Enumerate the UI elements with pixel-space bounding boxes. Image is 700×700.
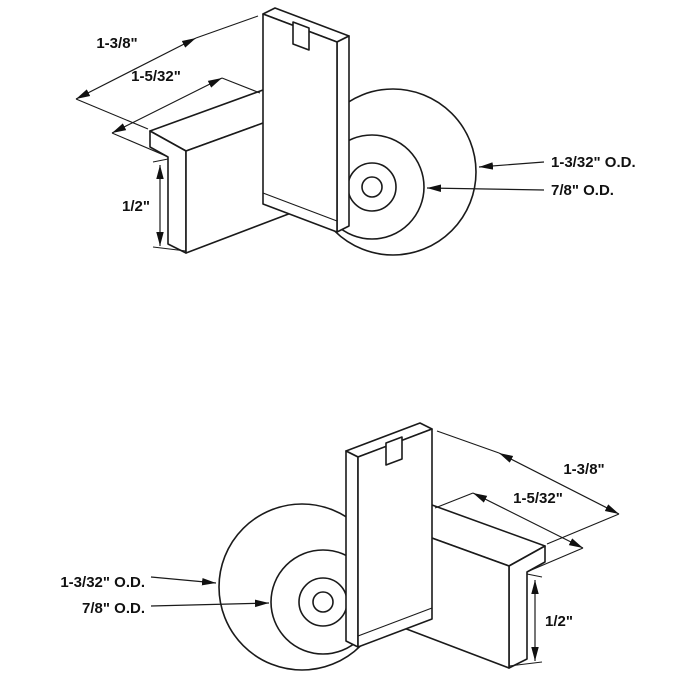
callout-arrow-inner-od bbox=[150, 599, 270, 608]
extension-line bbox=[152, 158, 169, 163]
label-inner-od: 7/8" O.D. bbox=[82, 600, 145, 617]
extension-line bbox=[436, 430, 500, 454]
dimension-label-depth: 1-5/32" bbox=[131, 68, 181, 85]
extension-line bbox=[526, 573, 543, 578]
extension-line bbox=[508, 661, 543, 667]
dimension-line-depth bbox=[111, 77, 223, 134]
label-outer-od: 1-3/32" O.D. bbox=[551, 154, 636, 171]
dimension-line-depth bbox=[472, 492, 584, 549]
bottom-figure-dimensions: 1-3/8" 1-5/32" 1/2" 1-3/32" O.D. 7/8" O.… bbox=[60, 430, 620, 667]
extension-line bbox=[111, 132, 167, 157]
roller-assembly-top bbox=[149, 7, 477, 256]
extension-line bbox=[528, 547, 584, 572]
dimension-label-width: 1-3/8" bbox=[96, 35, 137, 52]
extension-line bbox=[221, 77, 261, 94]
dimension-label-width: 1-3/8" bbox=[563, 461, 604, 478]
dimension-label-flange-height: 1/2" bbox=[122, 198, 150, 215]
callout-arrow-inner-od bbox=[426, 184, 545, 192]
extension-line bbox=[546, 513, 620, 545]
extension-line bbox=[152, 246, 187, 252]
extension-line bbox=[75, 98, 149, 130]
dimension-line-width bbox=[75, 37, 197, 100]
dimension-label-depth: 1-5/32" bbox=[513, 490, 563, 507]
label-outer-od: 1-3/32" O.D. bbox=[60, 574, 145, 591]
top-figure-dimensions: 1-3/8" 1-5/32" 1/2" 1-3/32" O.D. 7/8" O.… bbox=[75, 15, 636, 252]
extension-line bbox=[195, 15, 259, 39]
extension-line bbox=[434, 492, 474, 509]
dimension-label-flange-height: 1/2" bbox=[545, 613, 573, 630]
dimension-line-width bbox=[498, 452, 620, 515]
label-inner-od: 7/8" O.D. bbox=[551, 182, 614, 199]
callout-arrow-outer-od bbox=[478, 161, 545, 170]
roller-assembly-bottom bbox=[218, 422, 546, 671]
callout-arrow-outer-od bbox=[150, 576, 217, 586]
